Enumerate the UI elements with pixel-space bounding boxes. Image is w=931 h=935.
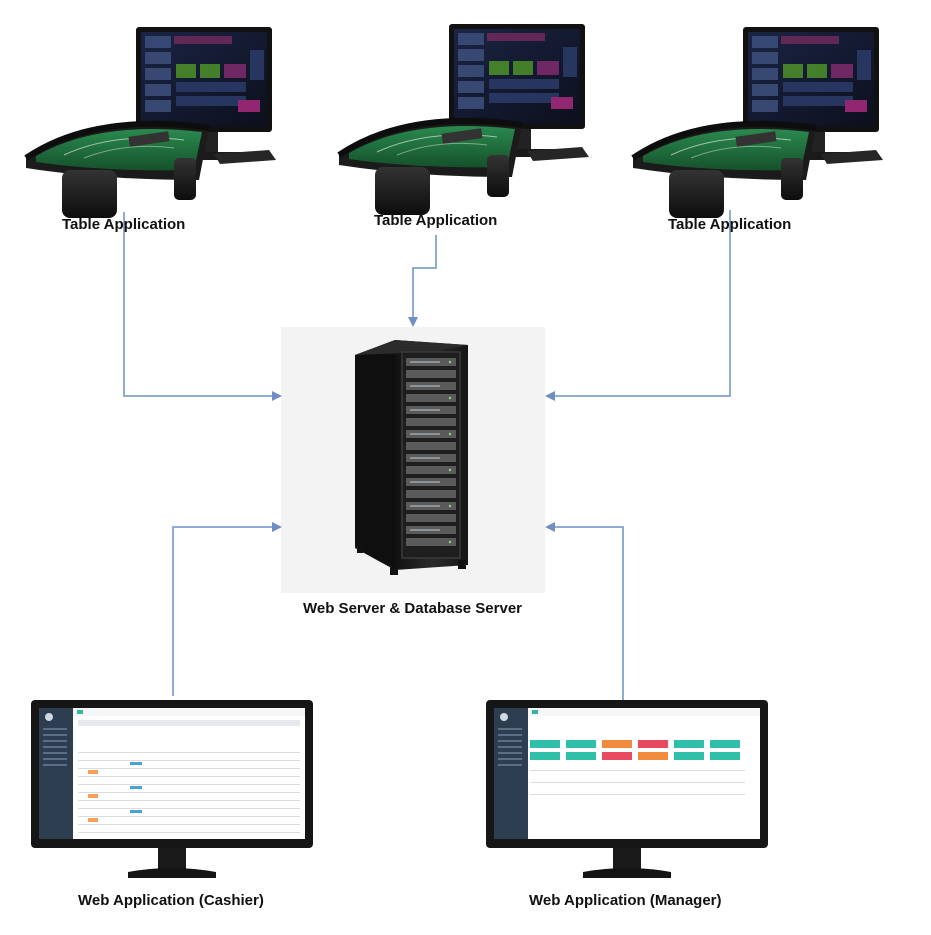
table-center-image <box>339 24 589 215</box>
table-right-image <box>633 27 883 218</box>
table-right-label: Table Application <box>668 216 792 233</box>
table-center-label: Table Application <box>374 212 498 229</box>
table-left-label: Table Application <box>62 216 186 233</box>
edge-cashier-to-server <box>172 522 282 696</box>
manager-monitor-image <box>486 700 768 878</box>
edge-manager-to-server <box>545 522 624 700</box>
edge-table-left-to-server <box>123 212 282 401</box>
server-label: Web Server & Database Server <box>303 600 523 617</box>
manager-label: Web Application (Manager) <box>529 892 722 909</box>
cashier-label: Web Application (Cashier) <box>78 892 264 909</box>
edge-table-right-to-server <box>545 210 731 401</box>
edge-table-center-to-server <box>408 235 437 327</box>
server-rack-icon <box>355 340 468 575</box>
table-left-image <box>26 27 276 218</box>
cashier-monitor-image <box>31 700 313 878</box>
